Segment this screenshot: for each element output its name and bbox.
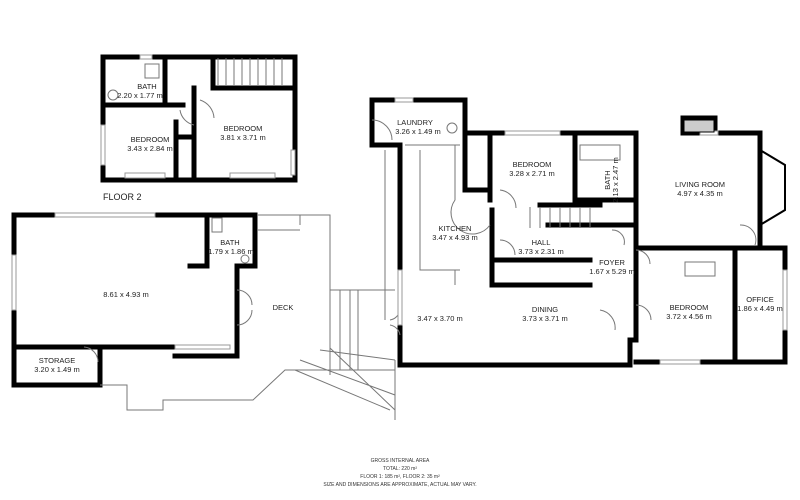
room-size: 3.26 x 1.49 m (395, 127, 440, 136)
room-name: HALL (532, 238, 551, 247)
area-note: GROSS INTERNAL AREA TOTAL: 220 m² FLOOR … (323, 458, 476, 488)
room-name: BEDROOM (670, 303, 709, 312)
room-labels: BATH 2.20 x 1.77 m BEDROOM 3.43 x 2.84 m… (34, 82, 782, 374)
room-name: DINING (532, 305, 558, 314)
room-name: BEDROOM (224, 124, 263, 133)
room-size: 2.20 x 1.77 m (117, 91, 162, 100)
room-name: BEDROOM (513, 160, 552, 169)
room-name: FOYER (599, 258, 625, 267)
room-size: 1.67 x 5.29 m (589, 267, 634, 276)
room-size: 8.61 x 4.93 m (103, 290, 148, 299)
floor-2 (100, 54, 298, 183)
room-size: 3.73 x 3.71 m (522, 314, 567, 323)
room-size: 3.81 x 3.71 m (220, 133, 265, 142)
room-name: BEDROOM (131, 135, 170, 144)
main-house (369, 97, 788, 368)
room-name: DECK (273, 303, 294, 312)
room-name: LAUNDRY (397, 118, 433, 127)
room-size: 3.20 x 1.49 m (34, 365, 79, 374)
room-size: 3.28 x 2.71 m (509, 169, 554, 178)
room-size: 4.97 x 4.35 m (677, 189, 722, 198)
room-size: 1.86 x 4.49 m (737, 304, 782, 313)
room-size: 3.72 x 4.56 m (666, 312, 711, 321)
area-disclaimer: SIZE AND DIMENSIONS ARE APPROXIMATE, ACT… (323, 482, 476, 488)
room-name: STORAGE (39, 356, 76, 365)
deck (100, 150, 396, 420)
room-size: 3.43 x 2.84 m (127, 144, 172, 153)
room-size: 3.73 x 2.31 m (518, 247, 563, 256)
area-title: GROSS INTERNAL AREA (371, 458, 430, 464)
room-size: 3.47 x 3.70 m (417, 314, 462, 323)
room-name: KITCHEN (439, 224, 472, 233)
room-name: LIVING ROOM (675, 180, 725, 189)
room-size: 3.47 x 4.93 m (432, 233, 477, 242)
room-size: 2.13 x 2.47 m (611, 157, 620, 202)
area-floors: FLOOR 1: 185 m², FLOOR 2: 35 m² (360, 474, 440, 480)
room-size: 1.79 x 1.86 m (208, 247, 253, 256)
room-name: BATH (137, 82, 156, 91)
room-name: BATH (220, 238, 239, 247)
floor-2-label: FLOOR 2 (103, 192, 142, 202)
room-name: OFFICE (746, 295, 774, 304)
room-name: BATH (603, 170, 612, 189)
area-total: TOTAL: 220 m² (383, 466, 417, 472)
